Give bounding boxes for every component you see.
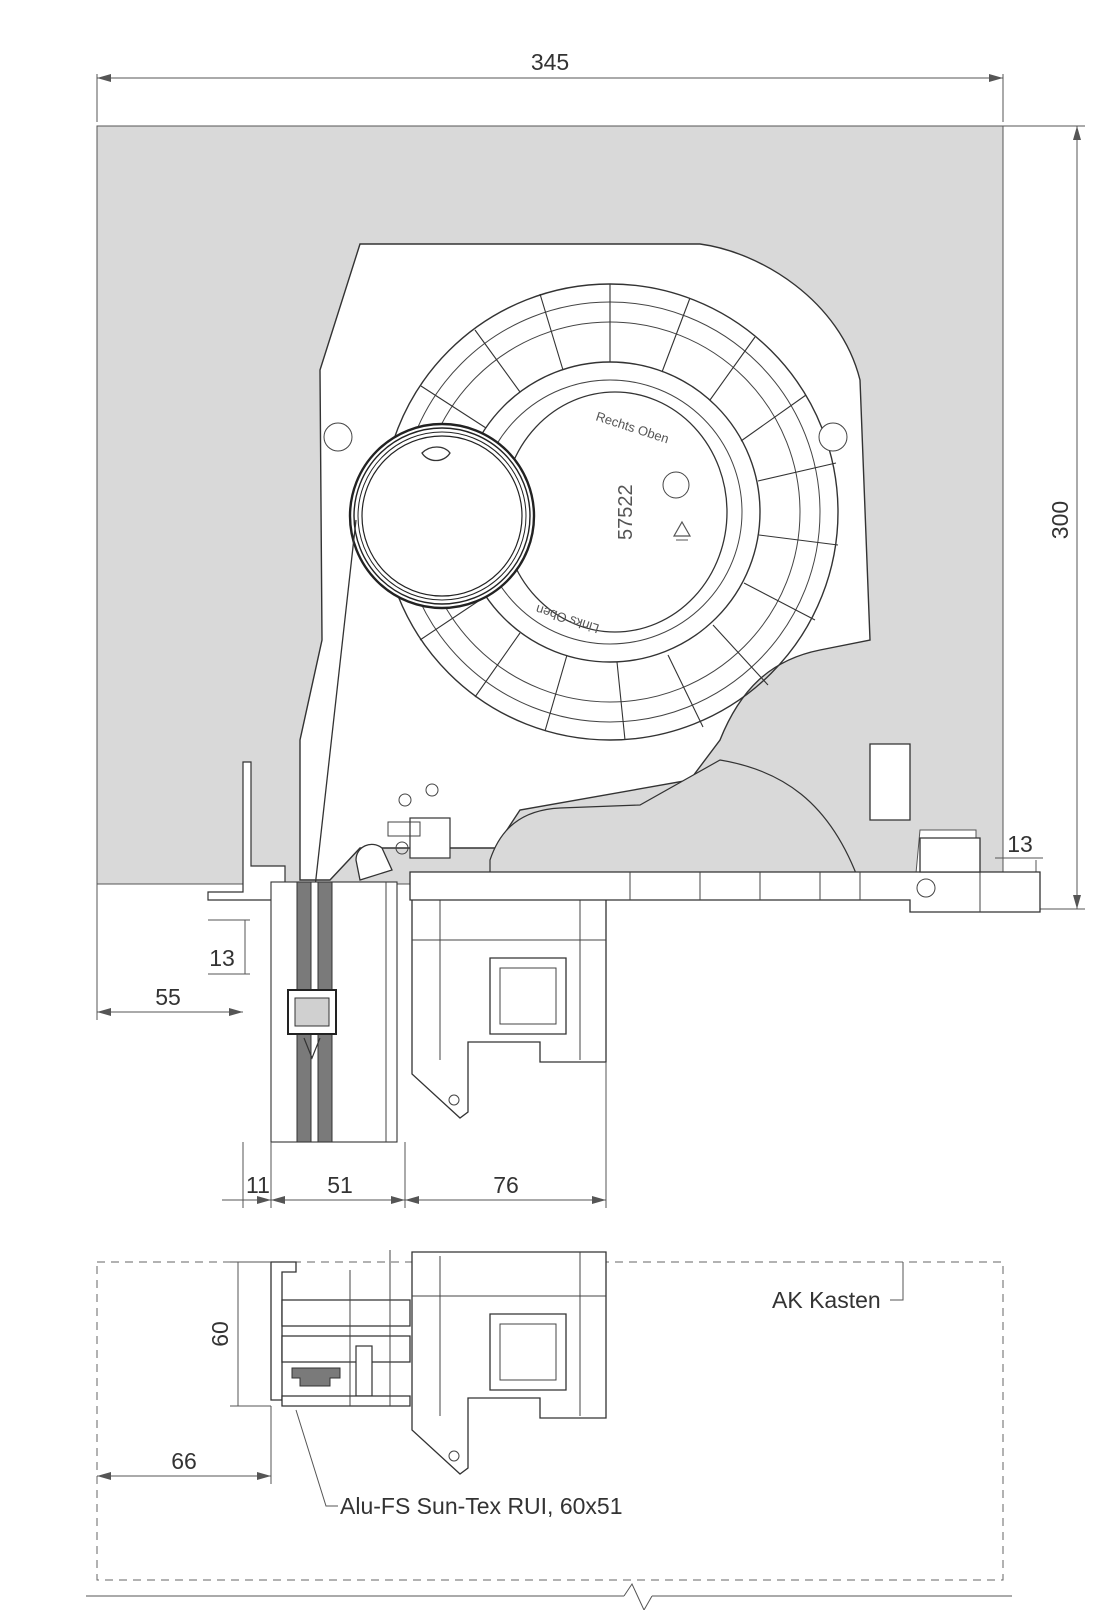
ak-kasten-label: AK Kasten bbox=[772, 1287, 881, 1313]
dimension-13-left-text: 13 bbox=[209, 945, 235, 971]
dimension-345-text: 345 bbox=[531, 49, 569, 75]
dimension-300-text: 300 bbox=[1047, 501, 1073, 539]
lower-window-frame bbox=[411, 1251, 607, 1475]
dimension-76-text: 76 bbox=[493, 1172, 519, 1198]
marking-part-number: 57522 bbox=[615, 484, 637, 540]
dimension-60-text: 60 bbox=[207, 1321, 233, 1347]
dimension-345: 345 bbox=[96, 49, 1004, 122]
bottom-end-bar bbox=[287, 989, 337, 1060]
dimension-13-left: 13 bbox=[208, 919, 250, 975]
break-line-bottom bbox=[86, 1582, 1012, 1610]
dimension-66-text: 66 bbox=[171, 1448, 197, 1474]
dimension-66: 66 bbox=[97, 1406, 272, 1484]
dimension-row-bottom: 11 51 76 bbox=[222, 1062, 607, 1208]
dimension-300: 300 bbox=[1003, 125, 1085, 910]
fabric-line bbox=[307, 519, 357, 951]
guide-rail-callout: Alu-FS Sun-Tex RUI, 60x51 bbox=[295, 1409, 623, 1519]
cap-clip bbox=[355, 783, 451, 881]
box-bottom-profile bbox=[409, 743, 1041, 913]
window-frame-profile bbox=[411, 897, 607, 1119]
cap-inner-hub bbox=[323, 391, 848, 633]
winding-shaft bbox=[348, 422, 536, 610]
dimension-51-text: 51 bbox=[327, 1172, 353, 1198]
dimension-11-text: 11 bbox=[246, 1172, 270, 1198]
dimension-55-text: 55 bbox=[155, 984, 181, 1010]
guide-rail-label: Alu-FS Sun-Tex RUI, 60x51 bbox=[340, 1493, 623, 1519]
recycle-icon bbox=[672, 520, 692, 541]
dimension-13-right-text: 13 bbox=[1007, 831, 1033, 857]
guide-rail-profile bbox=[270, 1250, 411, 1407]
dimension-60: 60 bbox=[207, 1261, 271, 1407]
dimension-55: 55 bbox=[96, 884, 243, 1020]
ak-kasten-callout: AK Kasten bbox=[772, 1262, 904, 1313]
